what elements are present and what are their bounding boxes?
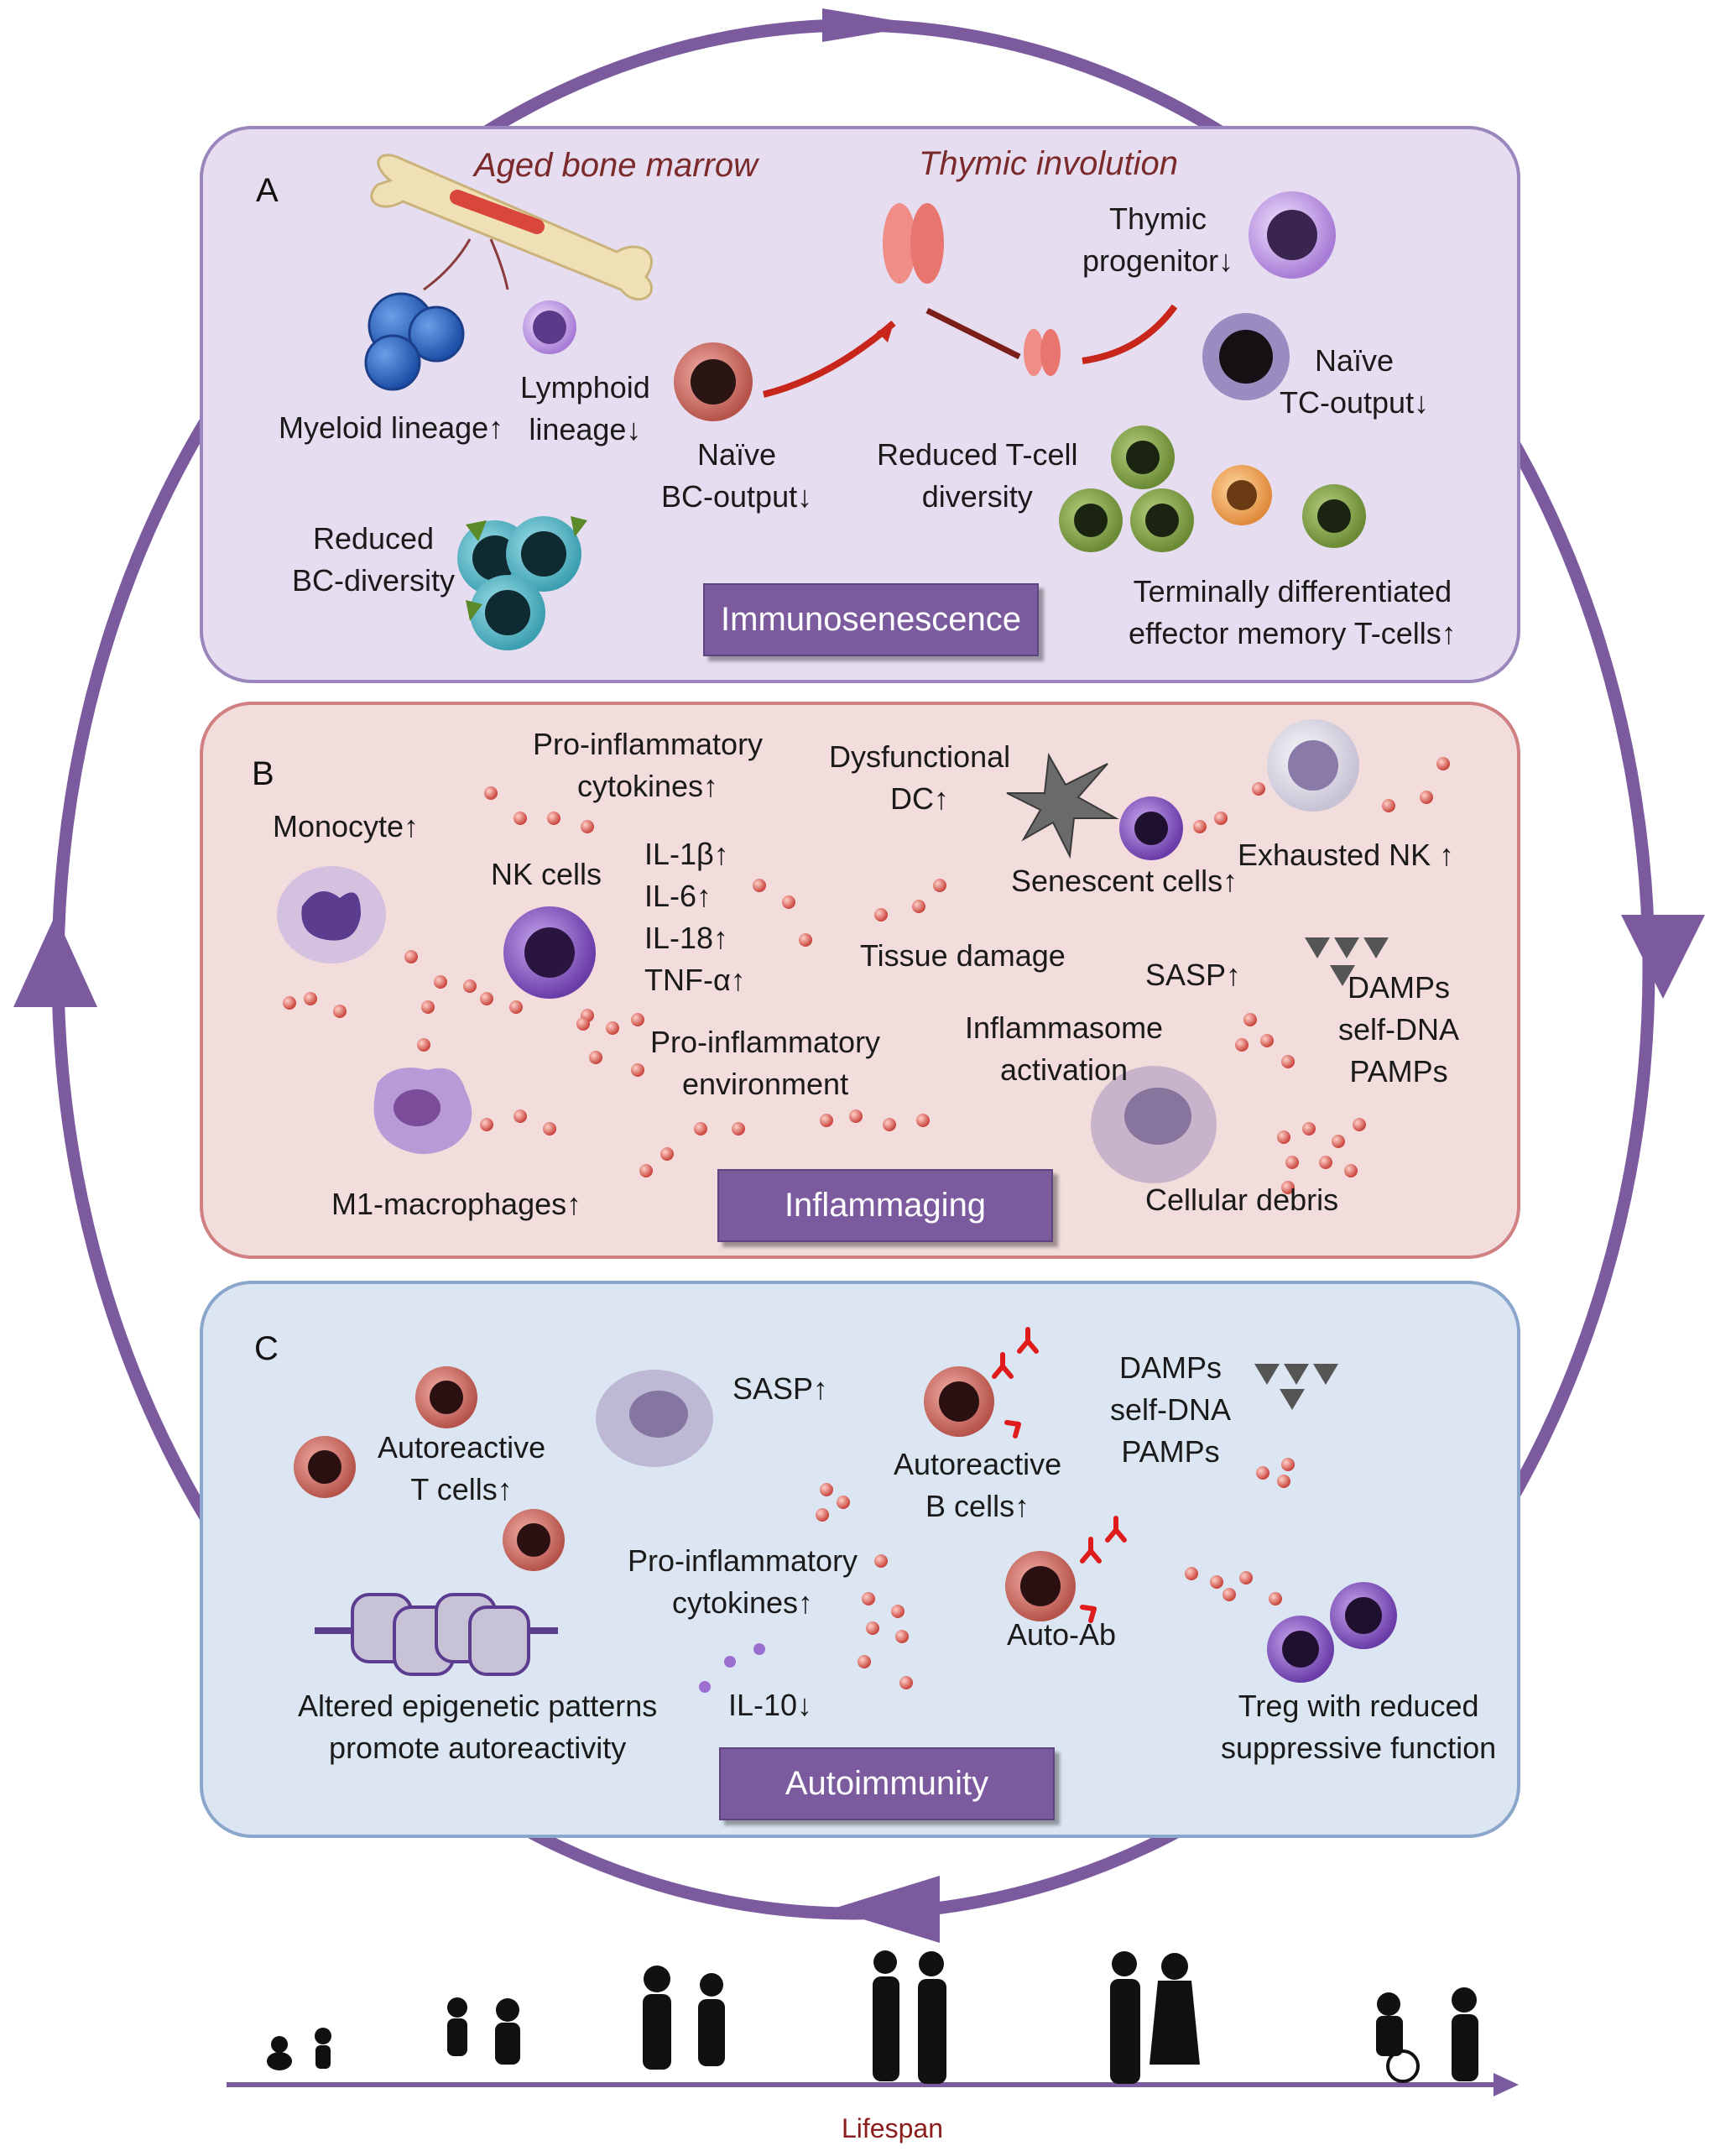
exhausted-nk-label: Exhausted NK ↑ xyxy=(1238,838,1455,872)
naive-bc-output-label: Naïve BC-output↓ xyxy=(661,437,813,514)
treg-label: Treg with reduced suppressive function xyxy=(1221,1689,1497,1765)
naive-tc-output-label: Naïve TC-output↓ xyxy=(1280,343,1430,420)
sasp-c-icon xyxy=(596,1370,713,1467)
thymic-progenitor-cell-icon xyxy=(1249,191,1336,279)
senescent-cells-label: Senescent cells↑ xyxy=(1011,864,1238,898)
exhausted-nk-cell-icon xyxy=(1267,719,1359,812)
inflammasome-label: Inflammasome activation xyxy=(965,1010,1164,1087)
il10-label: IL-10↓ xyxy=(728,1688,813,1722)
interleukins-label: IL-1β↑ IL-6↑ IL-18↑ TNF-α↑ xyxy=(644,837,746,997)
arrow-naive-bc-head-icon xyxy=(877,323,894,342)
lymphoid-cell-icon xyxy=(523,300,576,354)
thymic-progenitor-label: Thymic progenitor↓ xyxy=(1082,201,1234,278)
tissue-damage-label: Tissue damage xyxy=(860,938,1066,973)
autoreactive-b-cell-bottom-icon xyxy=(1005,1551,1076,1621)
proinflammatory-cytokines-c-label: Pro-inflammatory cytokines↑ xyxy=(628,1543,858,1620)
nk-cells-label: NK cells xyxy=(491,857,602,891)
inflammasome-debris-icon xyxy=(1091,1066,1217,1183)
aged-bone-marrow-title: Aged bone marrow xyxy=(474,147,758,184)
bone-arrow-right-icon xyxy=(489,238,509,290)
sasp-c-label: SASP↑ xyxy=(732,1371,829,1406)
b-cells-diversity-icon xyxy=(457,516,587,650)
naive-b-cell-icon xyxy=(674,342,753,421)
bone-arrow-left-icon xyxy=(423,238,472,291)
proinflammatory-cytokines-b-label: Pro-inflammatory cytokines↑ xyxy=(533,727,764,803)
cellular-debris-label: Cellular debris xyxy=(1145,1183,1339,1217)
thymus-small-icon xyxy=(1024,329,1061,376)
senescent-cell-icon xyxy=(1119,796,1183,860)
lifecycle-ring xyxy=(13,8,1705,1943)
terminally-differentiated-label: Terminally differentiated effector memor… xyxy=(1129,574,1457,650)
arrow-thymus-shrink-icon xyxy=(925,307,1021,360)
damps-triangles-b-icon xyxy=(1305,937,1389,986)
lymphoid-lineage-label: Lymphoid lineage↓ xyxy=(520,370,650,446)
thymic-involution-title: Thymic involution xyxy=(919,145,1179,182)
thymus-large-icon xyxy=(883,203,944,284)
naive-t-cell-icon xyxy=(1202,313,1290,400)
autoreactive-b-cells-label: Autoreactive B cells↑ xyxy=(894,1447,1062,1523)
auto-antibodies-icon xyxy=(992,1327,1127,1623)
monocyte-label: Monocyte↑ xyxy=(273,809,420,843)
effector-memory-t-cells-icon xyxy=(1059,426,1366,552)
autoimmunity-badge: Autoimmunity xyxy=(719,1747,1055,1820)
autoreactive-b-cell-top-icon xyxy=(924,1366,994,1437)
epigenetic-label: Altered epigenetic patterns promote auto… xyxy=(298,1689,658,1765)
autoreactive-t-cells-icon xyxy=(294,1366,565,1571)
il10-dots-icon xyxy=(699,1643,765,1693)
bone-icon xyxy=(370,154,653,301)
m1-macrophages-label: M1-macrophages↑ xyxy=(331,1187,582,1221)
arrow-naive-bc-icon xyxy=(763,320,896,398)
nk-cell-icon xyxy=(503,906,596,999)
cytokine-dots-icon xyxy=(283,757,1450,1689)
autoreactive-t-cells-label: Autoreactive T cells↑ xyxy=(378,1430,546,1506)
panel-b-letter: B xyxy=(252,755,274,792)
timeline-arrowhead-icon xyxy=(1494,2073,1519,2096)
cycle-arrow-top-icon xyxy=(822,8,923,42)
cycle-arrow-right-icon xyxy=(1621,915,1705,999)
lifespan-label: Lifespan xyxy=(842,2113,943,2143)
macrophage-icon xyxy=(373,1068,472,1154)
panel-c-box xyxy=(200,1281,1520,1838)
sasp-b-label: SASP↑ xyxy=(1145,958,1242,992)
reduced-tcell-diversity-label: Reduced T-cell diversity xyxy=(877,437,1078,514)
myeloid-cells-icon xyxy=(364,292,465,391)
panel-a-letter: A xyxy=(256,172,279,209)
dendritic-cell-icon xyxy=(1006,752,1119,859)
treg-cells-icon xyxy=(1267,1582,1397,1683)
myeloid-lineage-label: Myeloid lineage↑ xyxy=(279,410,504,445)
proinflammatory-environment-label: Pro-inflammatory environment xyxy=(650,1025,881,1101)
lifespan-timeline xyxy=(227,2073,1519,2096)
damps-triangles-c-icon xyxy=(1254,1364,1338,1410)
dna-nucleosomes-icon xyxy=(315,1593,558,1676)
arrow-thymic-progenitor-icon xyxy=(1082,304,1178,364)
monocyte-icon xyxy=(277,866,386,963)
reduced-bc-diversity-label: Reduced BC-diversity xyxy=(292,521,456,598)
people-silhouettes-icon xyxy=(267,1950,1478,2084)
cycle-arrow-bottom-icon xyxy=(831,1876,940,1943)
damps-b-label: DAMPs self-DNA PAMPs xyxy=(1338,970,1460,1089)
panel-c-letter: C xyxy=(254,1330,279,1367)
cycle-arrow-left-icon xyxy=(13,915,97,1007)
damps-c-label: DAMPs self-DNA PAMPs xyxy=(1110,1350,1232,1469)
dysfunctional-dc-label: Dysfunctional DC↑ xyxy=(829,739,1011,816)
auto-ab-label: Auto-Ab xyxy=(1007,1617,1117,1652)
immunosenescence-badge: Immunosenescence xyxy=(703,583,1039,656)
inflammaging-badge: Inflammaging xyxy=(717,1169,1053,1242)
